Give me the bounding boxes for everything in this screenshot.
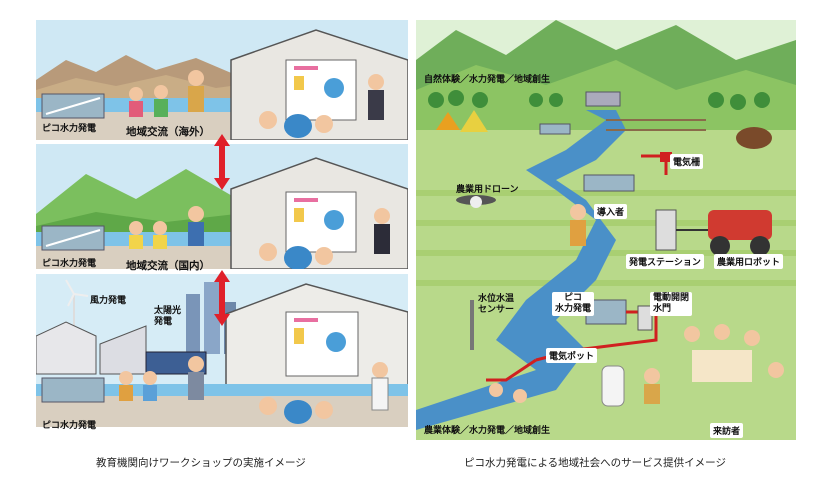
exchange-arrow-icon — [214, 134, 230, 190]
farm-drone-label: 農業用ドローン — [456, 185, 519, 195]
scene2-hydro-label: ピコ水力発電 — [42, 259, 97, 269]
scene-overseas-illustration — [36, 20, 408, 140]
farm-robot-label: 農業用ロボット — [714, 254, 784, 269]
exchange-arrow-icon — [214, 270, 230, 326]
scene1-title: 地域交流（海外） — [126, 126, 210, 138]
right-panel: 自然体験／水力発電／地域創生 電気柵 農業用ドローン 導入者 発電ステーション … — [416, 20, 796, 440]
right-caption: ピコ水力発電による地域社会へのサービス提供イメージ — [464, 457, 726, 469]
electric-pot-label: 電気ポット — [546, 348, 598, 363]
adopter-label: 導入者 — [594, 204, 628, 219]
scene2-title: 地域交流（国内） — [126, 260, 210, 272]
electric-gate-label: 電動開閉 水門 — [650, 292, 693, 316]
water-sensor-label: 水位水温 センサー — [478, 294, 515, 315]
bottom-activities-label: 農業体験／水力発電／地域創生 — [424, 426, 551, 436]
left-panel: ピコ水力発電 地域交流（海外） ピコ水力発電 地域交流（国内） — [36, 20, 408, 440]
scene3-hydro-label: ピコ水力発電 — [42, 421, 97, 431]
wind-power-label: 風力発電 — [90, 296, 127, 306]
pico-hydro-label: ピコ 水力発電 — [552, 292, 595, 316]
left-caption: 教育機関向けワークショップの実施イメージ — [96, 457, 306, 469]
scene1-hydro-label: ピコ水力発電 — [42, 124, 97, 134]
charging-station-label: 発電ステーション — [626, 254, 704, 269]
top-activities-label: 自然体験／水力発電／地域創生 — [424, 75, 551, 85]
electric-fence-label: 電気柵 — [670, 154, 704, 169]
solar-power-label: 太陽光 発電 — [154, 306, 182, 327]
visitors-label: 来訪者 — [710, 423, 744, 438]
community-service-illustration — [416, 20, 796, 440]
scene-energy-illustration — [36, 274, 408, 427]
